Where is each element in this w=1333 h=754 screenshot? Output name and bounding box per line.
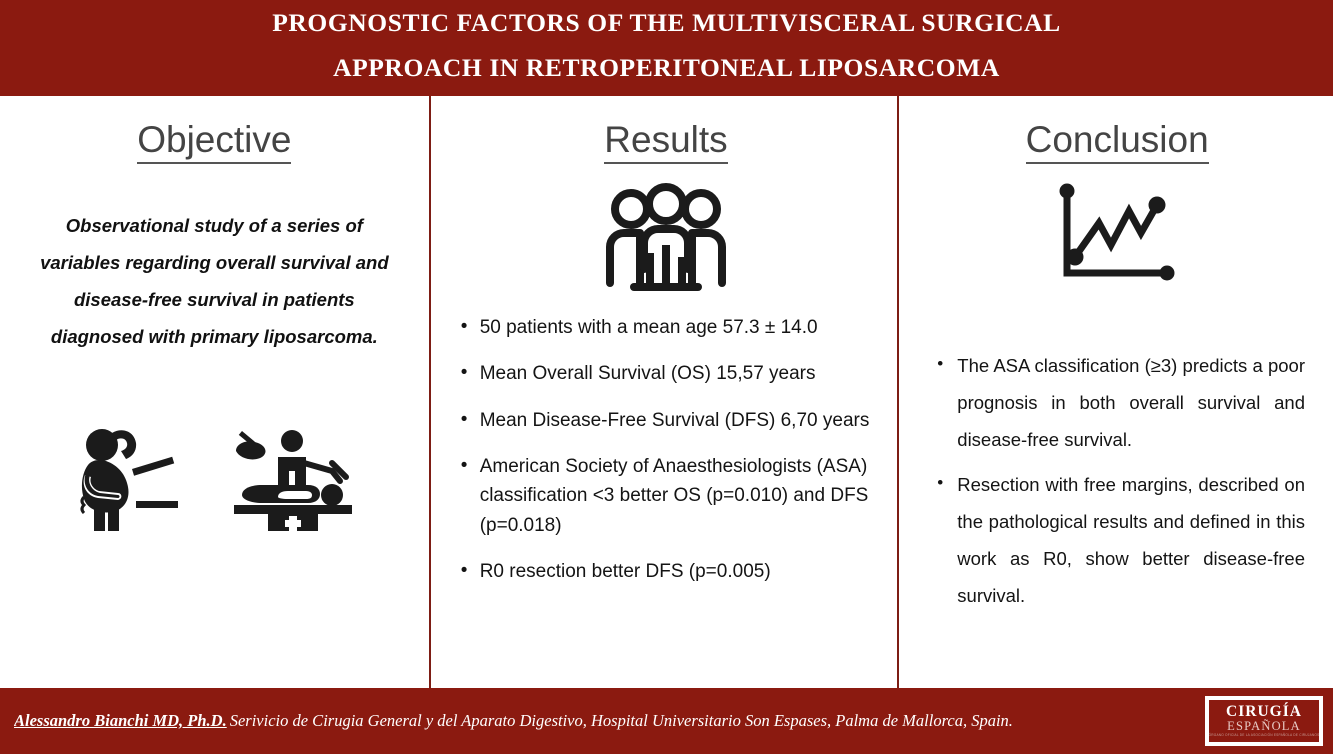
journal-logo-line-2: ESPAÑOLA <box>1227 719 1301 734</box>
results-bullet-3: Mean Disease-Free Survival (DFS) 6,70 ye… <box>461 405 878 435</box>
footer-affiliation-text: Serivicio de Cirugia General y del Apara… <box>229 711 1013 731</box>
footer-author-name: Alessandro Bianchi MD, Ph.D. <box>14 711 227 731</box>
poster-footer: Alessandro Bianchi MD, Ph.D.Serivicio de… <box>0 688 1333 754</box>
conclusion-heading-text: Conclusion <box>1025 119 1209 164</box>
journal-logo-line-1: CIRUGÍA <box>1226 702 1302 720</box>
column-divider-left <box>428 96 431 688</box>
objective-icon-row <box>22 419 407 531</box>
results-bullet-4: American Society of Anaesthesiologists (… <box>461 451 878 540</box>
conclusion-icon-wrap <box>929 181 1305 289</box>
journal-logo: CIRUGÍA ESPAÑOLA ÓRGANO OFICIAL DE LA AS… <box>1205 696 1323 746</box>
column-objective: Objective Observational study of a serie… <box>0 96 429 688</box>
objective-heading-text: Objective <box>137 119 292 164</box>
column-results: Results <box>431 96 898 688</box>
objective-heading: Objective <box>22 119 407 164</box>
line-chart-icon <box>1053 181 1181 289</box>
results-bullet-2: Mean Overall Survival (OS) 15,57 years <box>461 358 878 388</box>
column-conclusion: Conclusion <box>899 96 1333 688</box>
results-heading-text: Results <box>604 119 728 164</box>
results-bullet-list: 50 patients with a mean age 57.3 ± 14.0 … <box>455 312 878 587</box>
conclusion-bullet-list: The ASA classification (≥3) predicts a p… <box>929 347 1305 614</box>
poster-title-line-2: APPROACH IN RETROPERITONEAL LIPOSARCOMA <box>333 53 1000 82</box>
surgery-operating-table-icon <box>228 419 368 531</box>
poster-title-line-1: PROGNOSTIC FACTORS OF THE MULTIVISCERAL … <box>272 8 1061 38</box>
poster-body: Objective Observational study of a serie… <box>0 96 1333 688</box>
results-bullet-5: R0 resection better DFS (p=0.005) <box>461 556 878 586</box>
journal-logo-inner: CIRUGÍA ESPAÑOLA ÓRGANO OFICIAL DE LA AS… <box>1208 699 1320 743</box>
results-heading: Results <box>455 119 878 164</box>
conclusion-bullet-2: Resection with free margins, described o… <box>933 466 1305 614</box>
conclusion-bullet-1: The ASA classification (≥3) predicts a p… <box>933 347 1305 458</box>
conclusion-heading: Conclusion <box>929 119 1305 164</box>
results-bullet-1: 50 patients with a mean age 57.3 ± 14.0 <box>461 312 878 342</box>
footer-affiliation-line: Alessandro Bianchi MD, Ph.D.Serivicio de… <box>14 711 1013 731</box>
results-icon-wrap <box>455 182 878 295</box>
three-people-group-icon <box>600 182 732 295</box>
objective-body-text: Observational study of a series of varia… <box>40 214 389 347</box>
column-divider-right <box>897 96 900 688</box>
poster-header: PROGNOSTIC FACTORS OF THE MULTIVISCERAL … <box>0 0 1333 96</box>
abdominal-pain-person-icon <box>60 421 180 531</box>
journal-logo-line-3: ÓRGANO OFICIAL DE LA ASOCIACIÓN ESPAÑOLA… <box>1208 733 1320 738</box>
